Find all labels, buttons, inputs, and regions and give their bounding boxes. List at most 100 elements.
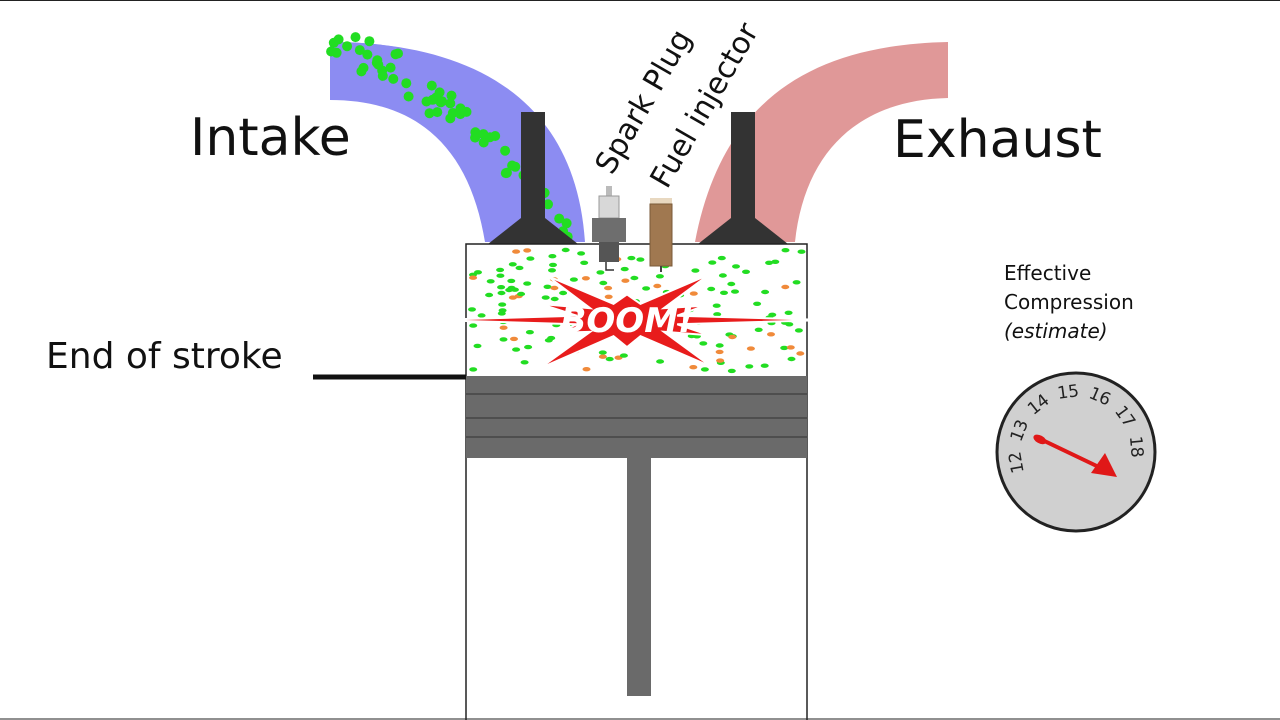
intake-fuel-particle <box>446 90 457 101</box>
combustion-particle <box>605 356 614 362</box>
combustion-particle <box>786 345 795 350</box>
intake-fuel-particle <box>401 78 412 89</box>
spark-plug <box>592 186 626 271</box>
combustion-particle <box>577 251 586 256</box>
combustion-particle <box>525 330 534 335</box>
combustion-particle <box>496 273 505 278</box>
intake-fuel-particle <box>543 199 553 210</box>
combustion-particle <box>515 265 524 271</box>
explosion-burst <box>431 273 828 370</box>
combustion-particle <box>794 328 803 333</box>
combustion-particle <box>753 301 762 306</box>
combustion-particle <box>548 268 556 273</box>
combustion-particle <box>754 327 763 332</box>
intake-fuel-particle <box>354 45 365 56</box>
combustion-particle <box>550 296 559 302</box>
combustion-particle <box>712 303 721 308</box>
combustion-particle <box>780 345 789 351</box>
combustion-particle <box>561 247 570 253</box>
intake-fuel-particle <box>372 55 383 66</box>
combustion-particle <box>760 363 769 368</box>
intake-fuel-particle <box>331 47 342 58</box>
combustion-particle <box>497 285 506 290</box>
combustion-particle <box>745 364 754 369</box>
intake-fuel-particle <box>501 167 512 178</box>
combustion-particle <box>720 290 728 295</box>
cylinder <box>465 243 808 720</box>
combustion-particle <box>468 307 476 312</box>
gauge-subtitle: (estimate) <box>1004 319 1108 343</box>
gauge-title-line2: Compression <box>1004 290 1134 314</box>
combustion-particle <box>550 285 559 291</box>
intake-fuel-particle <box>561 218 572 229</box>
intake-fuel-particle <box>362 49 373 60</box>
combustion-particle <box>717 255 726 261</box>
intake-fuel-particle <box>470 127 481 138</box>
combustion-particle <box>727 368 736 374</box>
exhaust-valve <box>698 112 788 244</box>
combustion-particle <box>627 255 636 261</box>
intake-fuel-particle <box>350 32 361 43</box>
intake-fuel-particle <box>424 108 435 119</box>
intake-fuel-particle <box>342 41 353 52</box>
exhaust-label: Exhaust <box>893 110 1102 170</box>
combustion-particle <box>559 290 568 296</box>
combustion-particle <box>496 267 505 273</box>
combustion-particle <box>689 291 698 296</box>
intake-fuel-particle <box>432 107 443 118</box>
combustion-particle <box>598 354 607 359</box>
combustion-particle <box>508 262 517 267</box>
combustion-particle <box>796 351 805 356</box>
combustion-particle <box>621 278 630 283</box>
intake-fuel-particle <box>445 98 456 109</box>
intake-fuel-particle <box>364 36 375 47</box>
combustion-particle <box>797 249 806 254</box>
combustion-particle <box>580 260 589 265</box>
combustion-particle <box>742 269 750 274</box>
combustion-particle <box>765 260 774 265</box>
intake-valve <box>488 112 578 244</box>
combustion-particle <box>655 274 664 279</box>
combustion-particle <box>507 285 516 291</box>
combustion-particle <box>569 277 578 282</box>
intake-fuel-particle <box>333 34 344 45</box>
intake-fuel-particle <box>447 108 458 118</box>
intake-fuel-particle <box>426 80 437 91</box>
combustion-particle <box>715 349 724 355</box>
combustion-particle <box>469 367 478 372</box>
combustion-particle <box>691 268 700 273</box>
combustion-particle <box>781 284 790 290</box>
intake-label: Intake <box>190 108 351 168</box>
intake-fuel-particle <box>403 91 414 102</box>
connecting-rod <box>627 458 651 696</box>
intake-fuel-particle <box>455 109 466 120</box>
combustion-particle <box>727 281 736 287</box>
boom-text: BOOM! <box>560 301 693 341</box>
fuel-injector <box>649 198 673 272</box>
combustion-particle <box>642 286 651 291</box>
combustion-particle <box>746 346 755 351</box>
gauge-title-line1: Effective <box>1004 261 1091 285</box>
combustion-particle <box>517 291 526 297</box>
intake-fuel-particle <box>377 70 388 81</box>
gauge-tick-label: 12 <box>1005 450 1028 475</box>
combustion-particle <box>656 359 665 364</box>
combustion-particle <box>771 259 780 264</box>
combustion-particle <box>653 283 662 289</box>
combustion-particle <box>784 310 793 315</box>
combustion-particle <box>541 295 550 300</box>
combustion-particle <box>636 257 645 262</box>
combustion-particle <box>718 273 727 278</box>
combustion-particle <box>497 290 506 296</box>
combustion-particle <box>767 332 775 337</box>
combustion-particle <box>520 360 529 365</box>
combustion-particle <box>543 284 552 289</box>
combustion-particle <box>499 325 508 330</box>
combustion-particle <box>549 262 557 268</box>
combustion-particle <box>707 286 716 292</box>
combustion-particle <box>620 266 629 272</box>
combustion-particle <box>715 343 724 348</box>
gauge-tick-label: 18 <box>1125 435 1147 458</box>
